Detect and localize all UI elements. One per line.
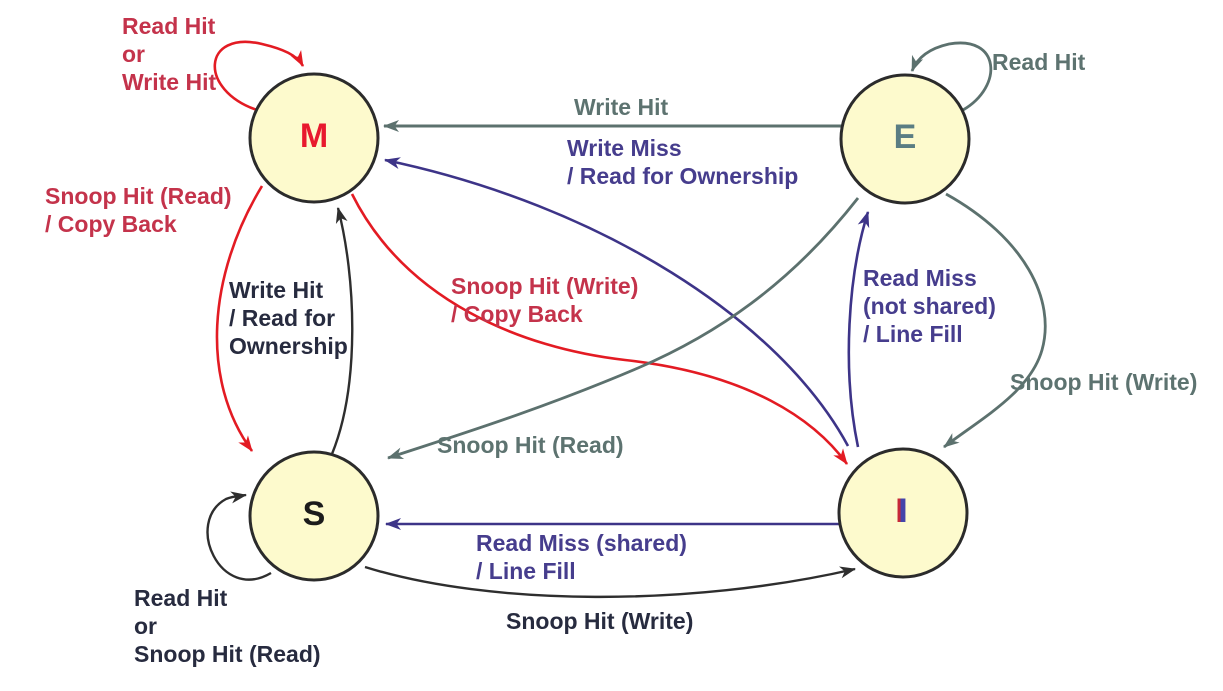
label-i-to-s: Read Miss (shared) / Line Fill [476, 530, 687, 584]
state-m-circle [248, 72, 380, 204]
label-s-to-m: Write Hit / Read for Ownership [229, 277, 348, 359]
state-m-label: M [299, 116, 329, 155]
arrow-s-selfloop [206, 491, 272, 581]
state-i-circle [837, 447, 969, 579]
label-e-to-i: Snoop Hit (Write) [1010, 369, 1198, 395]
state-e-circle [839, 73, 971, 205]
arrow-m-to-i [350, 193, 849, 465]
label-e-selfloop: Read Hit [992, 49, 1086, 75]
label-i-to-m: Write Miss / Read for Ownership [567, 135, 799, 189]
label-s-selfloop: Read Hit or Snoop Hit (Read) [134, 585, 321, 667]
arrow-m-to-s [215, 185, 264, 452]
label-s-to-i: Snoop Hit (Write) [506, 608, 694, 634]
state-i-label: I [898, 491, 908, 530]
arrow-e-to-i [943, 192, 1047, 449]
arrow-e-selfloop [910, 41, 993, 112]
label-m-selfloop: Read Hit or Write Hit [122, 13, 217, 95]
state-s-circle [248, 450, 380, 582]
arrow-s-to-i [364, 565, 856, 599]
arrow-m-selfloop [213, 40, 305, 112]
label-m-to-s: Snoop Hit (Read) / Copy Back [45, 183, 232, 237]
arrow-i-to-m [384, 157, 850, 447]
state-e-label: E [893, 117, 917, 156]
arrow-i-to-e [847, 211, 870, 448]
arrow-e-to-s [387, 197, 860, 460]
arrow-s-to-m [330, 207, 354, 455]
label-e-to-m: Write Hit [574, 94, 669, 120]
state-s-label: S [302, 494, 326, 533]
label-m-to-i: Snoop Hit (Write) / Copy Back [451, 273, 639, 327]
label-i-to-e: Read Miss (not shared) / Line Fill [863, 265, 996, 347]
label-e-to-s: Snoop Hit (Read) [437, 432, 624, 458]
